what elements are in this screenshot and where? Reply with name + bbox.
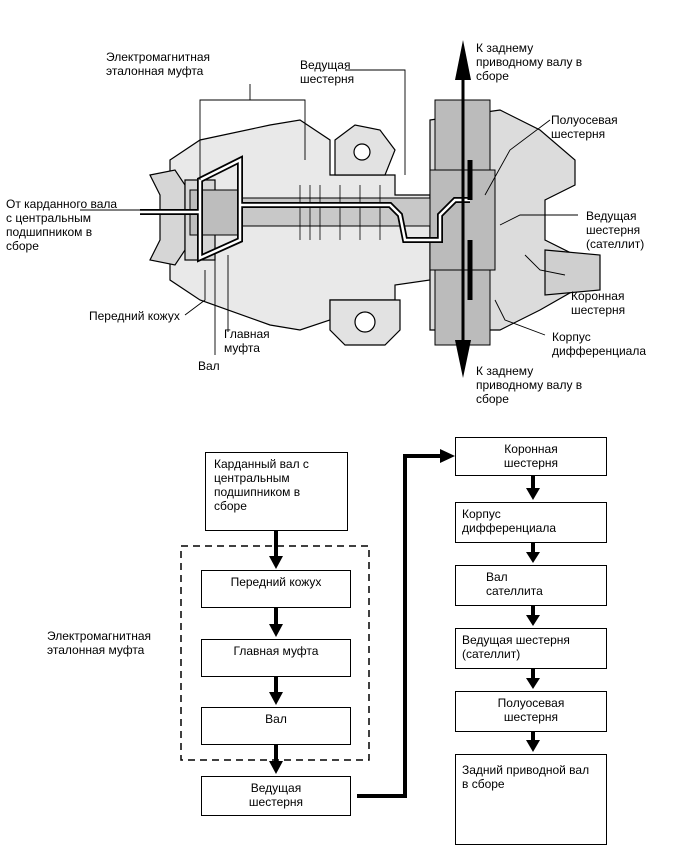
label-shaft: Вал bbox=[198, 359, 220, 373]
flow-box-shaft: Вал bbox=[201, 707, 351, 745]
label-drive-gear: Ведущая шестерня bbox=[300, 58, 355, 86]
label-to-rear-shaft-top: К заднему приводному валу в сборе bbox=[476, 41, 583, 83]
power-flow-path bbox=[140, 155, 473, 300]
label-side-gear: Полуосевая шестерня bbox=[551, 113, 618, 141]
label-differential-case: Корпус дифференциала bbox=[552, 330, 647, 358]
flow-box-ring-gear: Коронная шестерня bbox=[455, 437, 607, 476]
label-ring-gear: Коронная шестерня bbox=[571, 289, 626, 317]
flow-box-front-cover: Передний кожух bbox=[201, 570, 351, 608]
label-to-rear-shaft-bottom: К заднему приводному валу в сборе bbox=[476, 364, 583, 406]
flow-box-drive-gear: Ведущая шестерня bbox=[201, 776, 351, 816]
flow-box-pinion-shaft: Вал сателлита bbox=[455, 565, 607, 606]
flow-box-rear-drive-shaft: Задний приводной вал в сборе bbox=[455, 754, 607, 845]
flow-box-main-clutch: Главная муфта bbox=[201, 639, 351, 677]
flow-box-side-gear: Полуосевая шестерня bbox=[455, 691, 607, 732]
label-front-cover: Передний кожух bbox=[89, 309, 180, 323]
leader-lines bbox=[80, 69, 578, 355]
label-em-reference-clutch: Электромагнитная эталонная муфта bbox=[106, 50, 211, 78]
label-from-propeller-shaft: От карданного вала с центральным подшипн… bbox=[6, 197, 118, 253]
flow-box-pinion-gear: Ведущая шестерня (сателлит) bbox=[455, 628, 607, 669]
flow-group-label: Электромагнитная эталонная муфта bbox=[47, 629, 152, 657]
label-main-clutch: Главная муфта bbox=[224, 327, 270, 355]
flow-box-differential-case: Корпус дифференциала bbox=[455, 502, 607, 543]
label-pinion-gear: Ведущая шестерня (сателлит) bbox=[586, 209, 645, 251]
output-arrows bbox=[455, 40, 471, 378]
flow-box-propeller-shaft: Карданный вал с центральным подшипником … bbox=[205, 452, 348, 531]
gear-teeth bbox=[299, 185, 381, 240]
